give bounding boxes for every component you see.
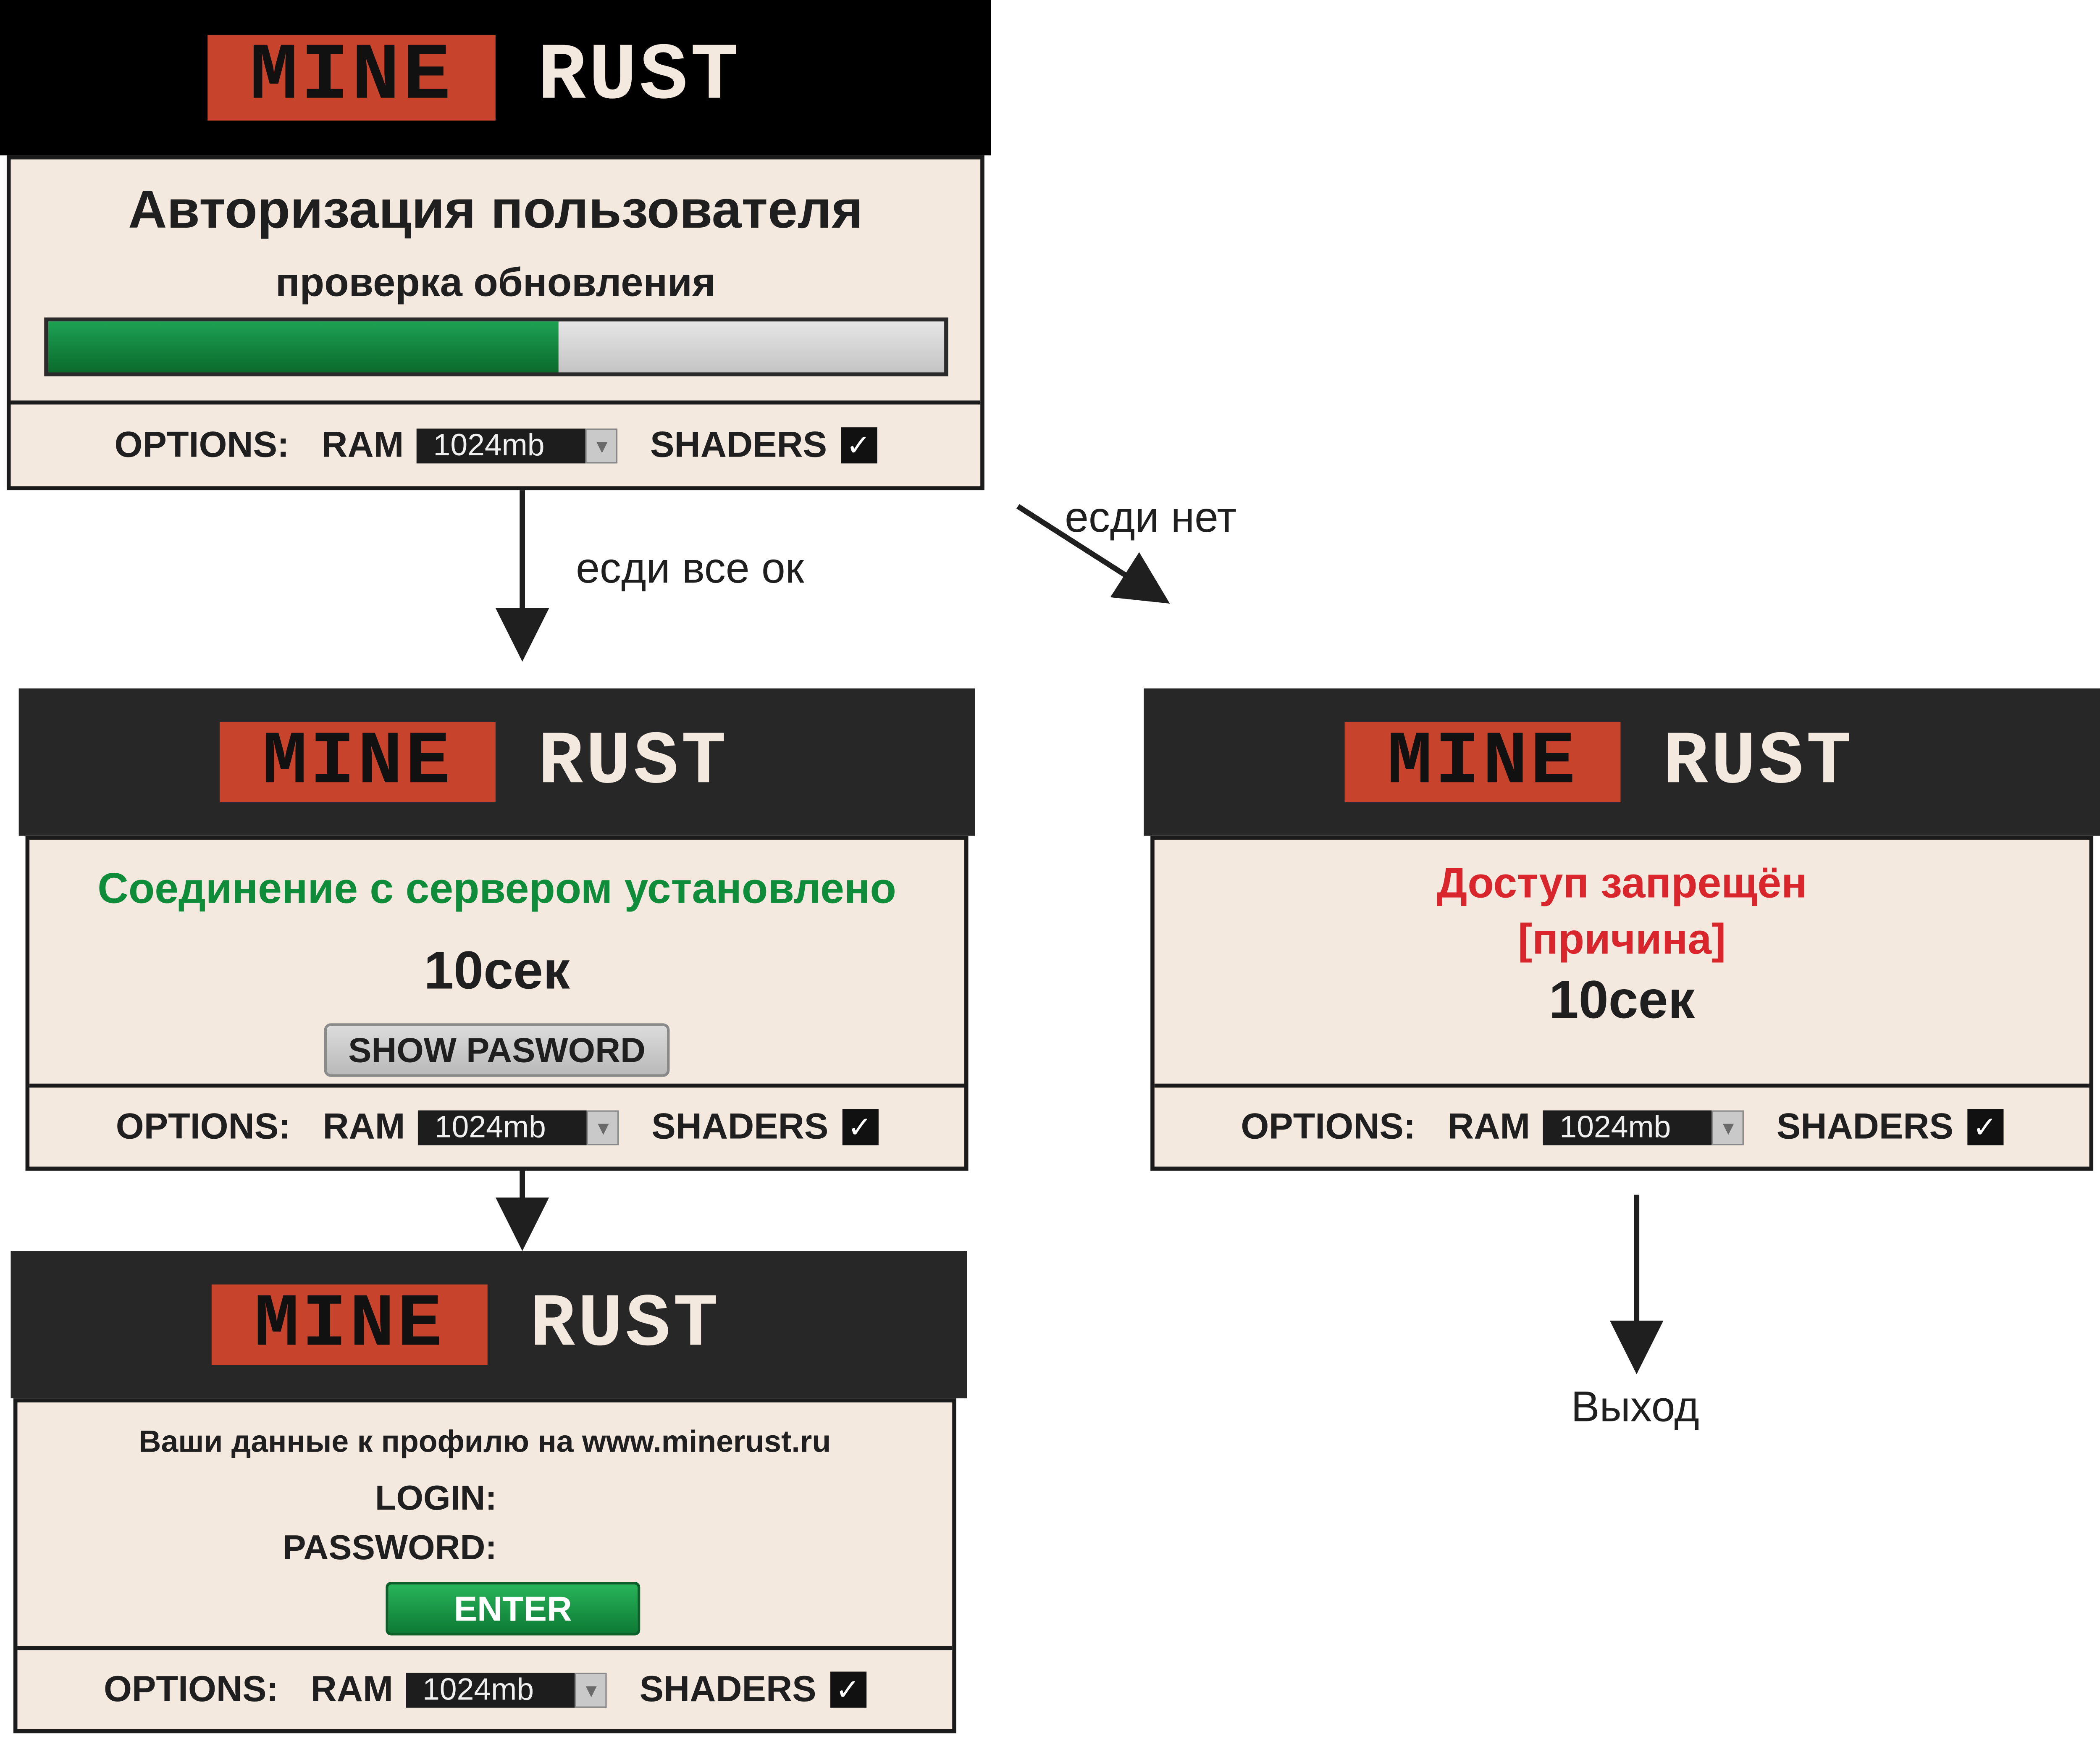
options-label: OPTIONS: [1241, 1106, 1416, 1147]
denial-reason: [причина] [1518, 914, 1726, 963]
denied-screen: MINE RUST Доступ запрещён [причина] 10се… [1144, 688, 2100, 1173]
ram-label: RAM [321, 424, 404, 465]
logo-mine: MINE [219, 719, 496, 805]
login-screen: MINE RUST Ваши данные к профилю на www.m… [10, 1251, 967, 1736]
access-denied-status: Доступ запрещён [1436, 859, 1807, 907]
options-label: OPTIONS: [116, 1106, 291, 1147]
header: MINE RUST [1144, 688, 2100, 836]
logo: MINE RUST [207, 32, 783, 123]
countdown-timer: 10сек [1549, 971, 1695, 1030]
show-password-button[interactable]: SHOW PASWORD [324, 1023, 670, 1077]
panel-body: Соединение с сервером установлено 10сек … [25, 835, 969, 1171]
shaders-label: SHADERS [650, 424, 827, 465]
profile-info-text: Ваши данные к профилю на www.minerust.ru [139, 1424, 831, 1459]
triangle-down-icon[interactable]: ▼ [1712, 1109, 1745, 1145]
shaders-label: SHADERS [651, 1106, 829, 1147]
logo-mine: MINE [211, 1282, 488, 1368]
options-bar: OPTIONS: RAM 1024mb ▼ SHADERS ✓ [29, 1083, 964, 1167]
ram-label: RAM [323, 1106, 405, 1147]
ram-value: 1024mb [433, 427, 545, 462]
logo: MINE RUST [1344, 719, 1897, 805]
triangle-down-icon[interactable]: ▼ [575, 1672, 608, 1707]
logo-rust: RUST [538, 719, 729, 805]
ram-value: 1024mb [434, 1109, 546, 1144]
shaders-checkbox[interactable]: ✓ [1966, 1109, 2003, 1145]
update-progress-bar [44, 317, 948, 377]
ram-select[interactable]: 1024mb ▼ [1544, 1109, 1745, 1145]
flow-label-ok: есди все ок [576, 544, 804, 592]
shaders-checkbox[interactable]: ✓ [830, 1671, 866, 1708]
progress-fill [48, 321, 559, 373]
options-bar: OPTIONS: RAM 1024mb ▼ SHADERS ✓ [17, 1646, 953, 1729]
options-bar: OPTIONS: RAM 1024mb ▼ SHADERS ✓ [10, 400, 981, 486]
panel-body: Ваши данные к профилю на www.minerust.ru… [13, 1398, 956, 1733]
auth-title: Авторизация пользователя [128, 181, 863, 240]
shaders-checkbox[interactable]: ✓ [840, 427, 877, 464]
options-bar: OPTIONS: RAM 1024mb ▼ SHADERS ✓ [1154, 1083, 2090, 1167]
ram-value: 1024mb [423, 1671, 534, 1707]
password-label: PASSWORD: [283, 1527, 497, 1567]
header: MINE RUST [0, 0, 991, 155]
header: MINE RUST [10, 1251, 967, 1399]
connected-screen: MINE RUST Соединение с сервером установл… [18, 688, 975, 1173]
connection-status: Соединение с сервером установлено [97, 864, 896, 912]
ram-select[interactable]: 1024mb ▼ [417, 427, 618, 463]
ram-label: RAM [310, 1669, 393, 1709]
options-label: OPTIONS: [114, 424, 289, 465]
logo-mine: MINE [1344, 719, 1621, 805]
arrow-to-denied [1016, 504, 1170, 604]
shaders-label: SHADERS [1776, 1106, 1953, 1147]
countdown-timer: 10сек [424, 941, 570, 1001]
logo-rust: RUST [1663, 719, 1854, 805]
panel-body: Авторизация пользователя проверка обновл… [6, 155, 984, 491]
triangle-down-icon[interactable]: ▼ [586, 428, 618, 463]
logo: MINE RUST [219, 719, 772, 805]
ram-select[interactable]: 1024mb ▼ [406, 1671, 608, 1707]
logo-mine: MINE [207, 32, 496, 123]
login-label: LOGIN: [375, 1477, 497, 1518]
auth-subtitle: проверка обновления [275, 261, 716, 306]
flow-label-exit: Выход [1571, 1382, 1699, 1431]
logo-rust: RUST [538, 32, 742, 123]
enter-button[interactable]: ENTER [386, 1581, 640, 1636]
panel-body: Доступ запрещён [причина] 10сек OPTIONS:… [1150, 835, 2094, 1171]
shaders-checkbox[interactable]: ✓ [842, 1109, 878, 1145]
ram-label: RAM [1448, 1106, 1530, 1147]
logo-rust: RUST [530, 1282, 721, 1368]
auth-screen: MINE RUST Авторизация пользователя прове… [0, 0, 991, 496]
shaders-label: SHADERS [639, 1669, 816, 1709]
triangle-down-icon[interactable]: ▼ [587, 1109, 620, 1145]
flow-label-no: есди нет [1065, 493, 1237, 541]
options-label: OPTIONS: [104, 1669, 279, 1709]
ram-value: 1024mb [1559, 1109, 1671, 1144]
header: MINE RUST [18, 688, 975, 836]
logo: MINE RUST [211, 1282, 764, 1368]
ram-select[interactable]: 1024mb ▼ [418, 1109, 620, 1145]
